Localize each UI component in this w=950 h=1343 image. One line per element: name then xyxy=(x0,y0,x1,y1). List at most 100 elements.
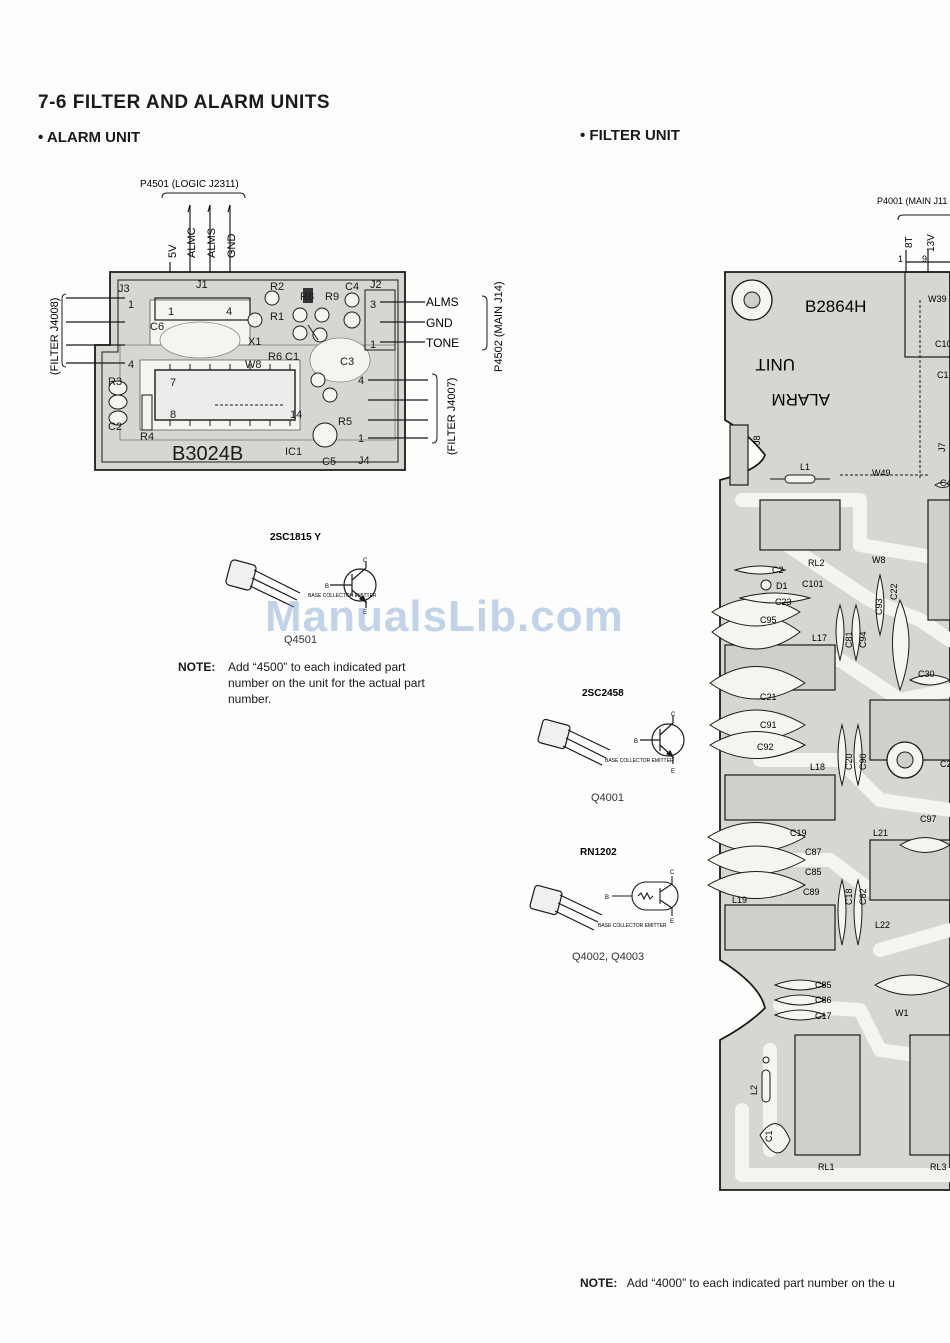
filter-comp-c4: C4 xyxy=(940,478,950,488)
label-r3: R3 xyxy=(108,376,122,388)
filter-comp-l19: L19 xyxy=(732,895,747,905)
filter-comp-c95: C95 xyxy=(760,615,777,625)
label-j2: J2 xyxy=(370,279,382,291)
connector-filter-j4007-label: (FILTER J4007) xyxy=(446,378,458,455)
symbol-e-label: E xyxy=(363,610,367,616)
label-j1: J1 xyxy=(196,279,208,291)
label-x1: X1 xyxy=(248,336,261,348)
signal-alms: ALMS xyxy=(426,295,459,309)
filter-comp-c94: C94 xyxy=(858,631,868,648)
alarm-unit-heading: • ALARM UNIT xyxy=(38,129,141,146)
transistor-2sc1815-label: 2SC1815 Y xyxy=(270,532,321,543)
filter-pin-13v: 13V xyxy=(926,234,937,252)
label-r8: R8 xyxy=(300,291,314,303)
label-w8: W8 xyxy=(245,359,262,371)
filter-comp-rl1: RL1 xyxy=(818,1162,835,1172)
label-c3: C3 xyxy=(340,356,354,368)
label-pin4-j4: 4 xyxy=(358,375,364,387)
filter-comp-c93: C93 xyxy=(874,598,884,615)
filter-comp-rl2: RL2 xyxy=(808,558,825,568)
label-pin4-j3: 4 xyxy=(128,359,134,371)
label-pin4-j1: 4 xyxy=(226,306,232,318)
signal-tone: TONE xyxy=(426,336,459,350)
transistor-q4002-ref: Q4002, Q4003 xyxy=(572,951,644,963)
transistor-rn1202-package: BASE COLLECTOR EMITTER xyxy=(529,884,667,931)
label-board-code: B3024B xyxy=(172,443,243,465)
filter-comp-l2: L2 xyxy=(749,1085,759,1095)
symbol-b-label: B xyxy=(325,584,329,590)
top-pin-labels: 5V ALMC ALMS GND xyxy=(167,227,238,258)
filter-comp-l21: L21 xyxy=(873,828,888,838)
filter-comp-j8: J8 xyxy=(752,435,762,445)
top-bracket xyxy=(161,192,246,199)
alarm-note-label: NOTE: xyxy=(178,660,216,674)
filter-comp-c19: C19 xyxy=(790,828,807,838)
filter-comp-c2b: C2 xyxy=(940,759,950,769)
transistor-2sc1815-symbol xyxy=(330,562,377,608)
pin-label-gnd: GND xyxy=(226,234,238,259)
label-r5: R5 xyxy=(338,416,352,428)
transistor-2sc1815-legs: BASE COLLECTOR EMITTER xyxy=(308,593,377,599)
alarm-note: NOTE: Add “4500” to each indicated part … xyxy=(178,659,428,707)
label-ic1: IC1 xyxy=(285,446,302,458)
label-r9: R9 xyxy=(325,291,339,303)
label-c5: C5 xyxy=(322,456,336,468)
filter-comp-c21: C21 xyxy=(760,692,777,702)
symbol-c-label: C xyxy=(363,558,368,564)
label-pin8: 8 xyxy=(170,409,176,421)
filter-note-label: NOTE: xyxy=(580,1276,618,1290)
filter-comp-c10: C10 xyxy=(935,339,950,349)
transistor-2sc1815-package: BASE COLLECTOR EMITTER xyxy=(225,559,377,608)
filter-comp-c2: C2 xyxy=(772,565,784,575)
filter-board-mirrored-unit: UNIT xyxy=(755,355,795,374)
filter-pin-8t: 8T xyxy=(904,236,915,248)
filter-comp-c30: C30 xyxy=(918,669,935,679)
filter-note-text: Add “4000” to each indicated part number… xyxy=(626,1276,895,1290)
transistor-rn1202-label: RN1202 xyxy=(580,847,617,858)
filter-comp-j7: J7 xyxy=(937,442,947,452)
filter-comp-c89: C89 xyxy=(803,887,820,897)
filter-comp-rl3: RL3 xyxy=(930,1162,947,1172)
filter-comp-c81: C81 xyxy=(844,631,854,648)
label-c4: C4 xyxy=(345,281,359,293)
alarm-note-text: Add “4500” to each indicated part number… xyxy=(228,660,425,706)
label-r2: R2 xyxy=(270,281,284,293)
symbol-e-label-3: E xyxy=(670,919,674,925)
symbol-b-label-2: B xyxy=(634,739,638,745)
page-title: 7-6 FILTER AND ALARM UNITS xyxy=(38,92,331,113)
filter-comp-w8: W8 xyxy=(872,555,886,565)
filter-board-mirrored-alarm: ALARM xyxy=(771,390,830,409)
filter-comp-c90: C90 xyxy=(858,753,868,770)
label-c2: C2 xyxy=(108,421,122,433)
filter-comp-d1: D1 xyxy=(776,581,788,591)
label-pin7: 7 xyxy=(170,377,176,389)
filter-comp-l1: L1 xyxy=(800,462,810,472)
filter-comp-c17: C17 xyxy=(815,1011,832,1021)
transistor-rn1202-symbol xyxy=(612,876,679,916)
label-pin1-j2: 1 xyxy=(370,339,376,351)
filter-board-code: B2864H xyxy=(805,297,866,316)
pin-label-5v: 5V xyxy=(167,244,179,258)
filter-comp-c91: C91 xyxy=(760,720,777,730)
filter-comp-c82: C82 xyxy=(858,888,868,905)
filter-comp-c20: C20 xyxy=(844,753,854,770)
filter-comp-c85b: C85 xyxy=(815,980,832,990)
filter-comp-w39: W39 xyxy=(928,294,947,304)
filter-comp-c92: C92 xyxy=(757,742,774,752)
filter-comp-w1: W1 xyxy=(895,1008,909,1018)
filter-comp-l17: L17 xyxy=(812,633,827,643)
filter-board: B2864H UNIT ALARM W39 C10 C1 J8 J7 L1 W4… xyxy=(706,271,950,1191)
transistor-2sc2458-symbol xyxy=(640,716,685,764)
label-c6: C6 xyxy=(150,321,164,333)
connector-main-j14-label: P4502 (MAIN J14) xyxy=(493,282,505,372)
symbol-c-label-3: C xyxy=(670,870,675,876)
label-pin1-j3: 1 xyxy=(128,299,134,311)
symbol-e-label-2: E xyxy=(671,769,675,775)
filter-comp-c87: C87 xyxy=(805,847,822,857)
label-j4: J4 xyxy=(358,455,370,467)
filter-comp-c23: C23 xyxy=(775,597,792,607)
filter-connector-top-label: P4001 (MAIN J11 xyxy=(877,196,947,206)
transistor-q4001-ref: Q4001 xyxy=(591,792,624,804)
label-j3: J3 xyxy=(118,283,130,295)
